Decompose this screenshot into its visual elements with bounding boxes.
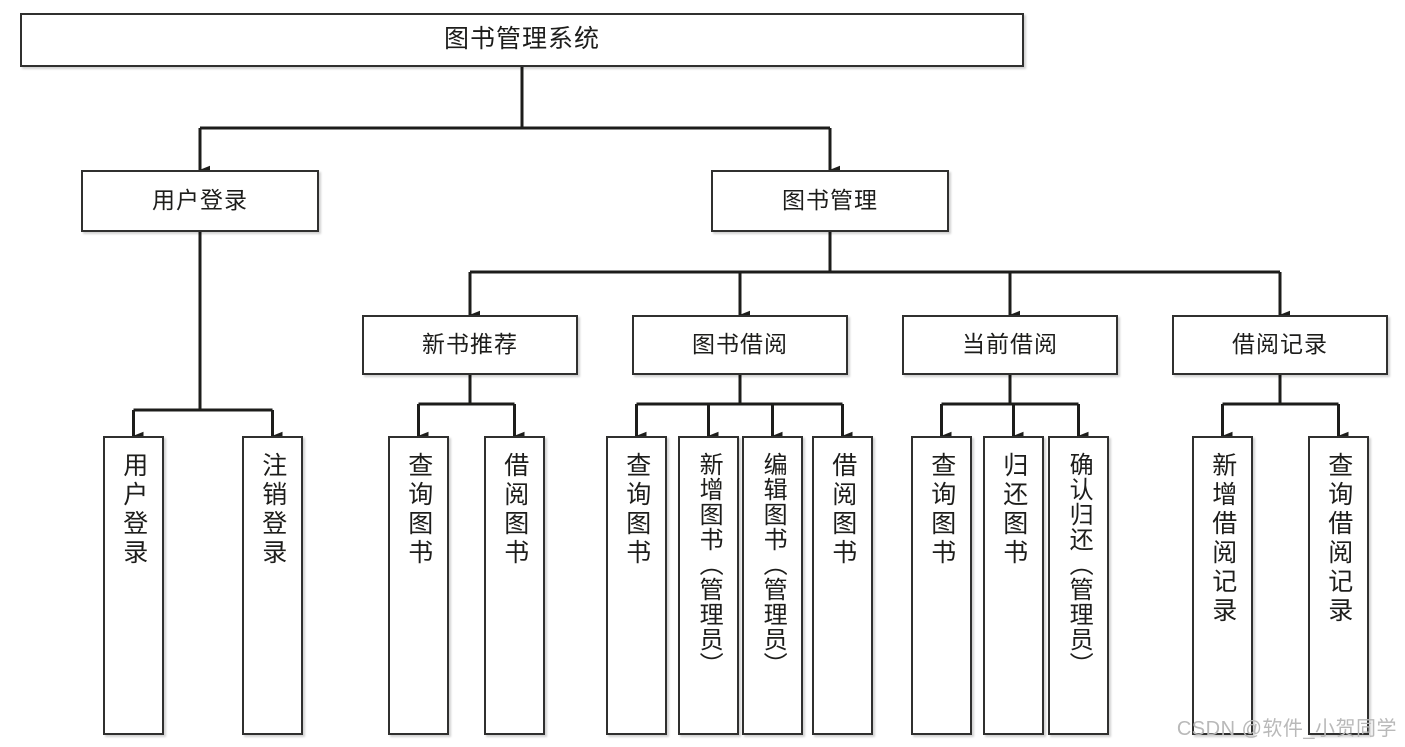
node-book-borrow[interactable]: 图书借阅 (632, 315, 848, 375)
node-label: 归还图书 (999, 452, 1028, 568)
node-book-manage[interactable]: 图书管理 (711, 170, 949, 232)
node-label: 新增图书（管理员） (695, 452, 723, 677)
node-label: 确认归还（管理员） (1065, 452, 1093, 677)
node-leaf-query-book-1[interactable]: 查询图书 (388, 436, 449, 735)
node-leaf-query-book-3[interactable]: 查询图书 (911, 436, 972, 735)
node-leaf-add-book[interactable]: 新增图书（管理员） (678, 436, 739, 735)
node-label: 图书借阅 (692, 331, 788, 358)
node-label: 查询图书 (927, 452, 956, 568)
node-leaf-borrow-book-2[interactable]: 借阅图书 (812, 436, 873, 735)
node-leaf-user-login[interactable]: 用户登录 (103, 436, 164, 735)
node-label: 借阅图书 (828, 452, 857, 568)
node-root[interactable]: 图书管理系统 (20, 13, 1024, 67)
node-label: 注销登录 (258, 452, 287, 568)
node-label: 新书推荐 (422, 331, 518, 358)
node-label: 借阅图书 (500, 452, 529, 568)
node-label: 用户登录 (152, 187, 248, 214)
node-user-login[interactable]: 用户登录 (81, 170, 319, 232)
node-leaf-query-book-2[interactable]: 查询图书 (606, 436, 667, 735)
node-label: 图书管理 (782, 187, 878, 214)
node-leaf-add-record[interactable]: 新增借阅记录 (1192, 436, 1253, 735)
node-leaf-borrow-book-1[interactable]: 借阅图书 (484, 436, 545, 735)
node-leaf-edit-book[interactable]: 编辑图书（管理员） (742, 436, 803, 735)
node-leaf-query-record[interactable]: 查询借阅记录 (1308, 436, 1369, 735)
node-borrow-record[interactable]: 借阅记录 (1172, 315, 1388, 375)
node-leaf-user-logout[interactable]: 注销登录 (242, 436, 303, 735)
node-label: 查询图书 (404, 452, 433, 568)
node-label: 查询借阅记录 (1324, 452, 1353, 626)
node-label: 新增借阅记录 (1208, 452, 1237, 626)
node-label: 查询图书 (622, 452, 651, 568)
edge-paths (132, 67, 1349, 441)
node-leaf-return-book[interactable]: 归还图书 (983, 436, 1044, 735)
node-label: 当前借阅 (962, 331, 1058, 358)
node-label: 图书管理系统 (443, 25, 600, 54)
watermark: CSDN @软件_小贺同学 (1176, 718, 1397, 740)
node-new-book-rec[interactable]: 新书推荐 (362, 315, 578, 375)
node-label: 借阅记录 (1232, 331, 1328, 358)
node-leaf-confirm-return[interactable]: 确认归还（管理员） (1048, 436, 1109, 735)
node-current-borrow[interactable]: 当前借阅 (902, 315, 1118, 375)
node-label: 用户登录 (119, 452, 148, 568)
node-label: 编辑图书（管理员） (759, 452, 787, 677)
